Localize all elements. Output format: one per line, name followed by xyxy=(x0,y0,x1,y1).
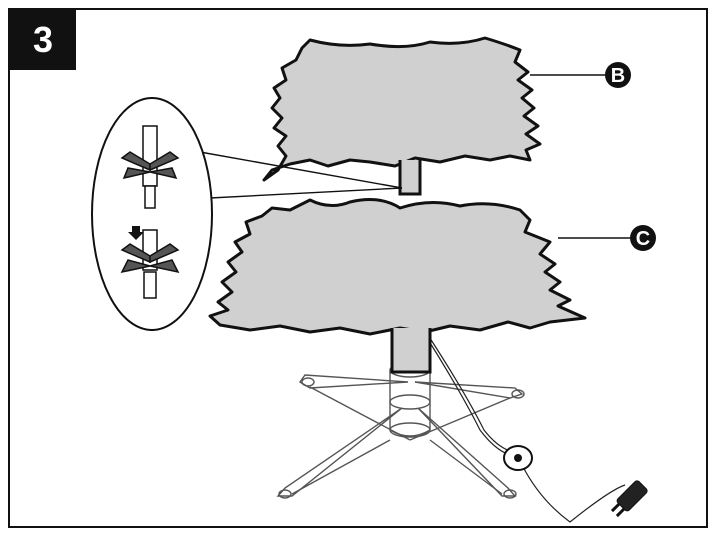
stand-collar xyxy=(389,370,431,437)
upper-trunk xyxy=(398,160,422,196)
assembly-diagram: B C xyxy=(91,36,656,523)
tree-stand xyxy=(276,362,525,499)
label-c: C xyxy=(636,228,650,250)
label-c-callout: C xyxy=(558,225,656,251)
lower-foliage xyxy=(208,198,587,336)
detail-inset xyxy=(91,97,403,331)
power-plug xyxy=(610,480,648,518)
upper-foliage xyxy=(262,36,542,182)
arrow-down-icon xyxy=(128,226,144,240)
label-b: B xyxy=(611,65,625,87)
foot-switch xyxy=(503,445,533,471)
lower-trunk xyxy=(390,328,432,374)
upper-tree-section xyxy=(262,36,542,196)
stand-leg-back-right xyxy=(414,381,524,399)
stand-leg-front-right xyxy=(417,407,517,497)
inset-connector-top xyxy=(120,125,180,209)
label-b-callout: B xyxy=(530,62,631,88)
stand-leg-back-left xyxy=(298,374,409,389)
inset-connector-bottom xyxy=(120,229,180,299)
stand-leg-front-left xyxy=(276,407,403,497)
step-number-badge: 3 xyxy=(10,10,76,70)
power-cord xyxy=(421,329,626,523)
lower-tree-section xyxy=(208,198,587,374)
instruction-frame: 3 xyxy=(8,8,708,528)
